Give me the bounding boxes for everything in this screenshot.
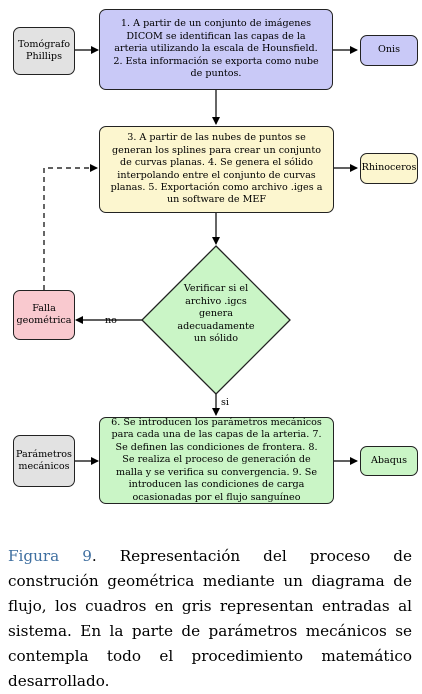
node-abaqus: Abaqus: [360, 446, 418, 476]
flowchart-connectors: [43, 46, 358, 465]
node-parametros: Parámetros mecánicos: [13, 435, 75, 487]
edge-label-no: no: [105, 315, 117, 326]
node-abaqus-label: Abaqus: [370, 454, 408, 466]
node-step6-label: 6. Se introducen los parámetros mecánico…: [111, 417, 322, 503]
dashed-arrow-falla-to-step3: [43, 164, 98, 290]
figure-caption-text: . Representación del proceso de construc…: [8, 547, 412, 690]
node-decision-label: Verificar si el archivo .igcs genera ade…: [177, 283, 255, 345]
node-onis-label: Onis: [377, 44, 401, 56]
node-onis: Onis: [360, 35, 418, 66]
node-tomografo-label: Tomógrafo Phillips: [17, 38, 71, 62]
node-step3-label: 3. A partir de las nubes de puntos se ge…: [110, 132, 323, 206]
edge-label-si: si: [221, 397, 229, 408]
figure-caption-label: Figura 9: [8, 547, 92, 565]
figure-caption: Figura 9. Representación del proceso de …: [8, 544, 412, 694]
node-step1-label: 1. A partir de un conjunto de imágenes D…: [113, 18, 319, 80]
node-rhinoceros-label: Rhinoceros: [361, 162, 417, 174]
node-falla: Falla geométrica: [13, 290, 75, 340]
node-step3: 3. A partir de las nubes de puntos se ge…: [99, 126, 334, 213]
node-parametros-label: Parámetros mecánicos: [16, 448, 72, 472]
node-falla-label: Falla geométrica: [16, 302, 72, 326]
node-step6: 6. Se introducen los parámetros mecánico…: [99, 417, 334, 504]
flowchart: Tomógrafo Phillips 1. A partir de un con…: [8, 9, 418, 690]
node-rhinoceros: Rhinoceros: [360, 153, 418, 184]
node-tomografo: Tomógrafo Phillips: [13, 27, 75, 75]
node-step1: 1. A partir de un conjunto de imágenes D…: [99, 9, 333, 90]
